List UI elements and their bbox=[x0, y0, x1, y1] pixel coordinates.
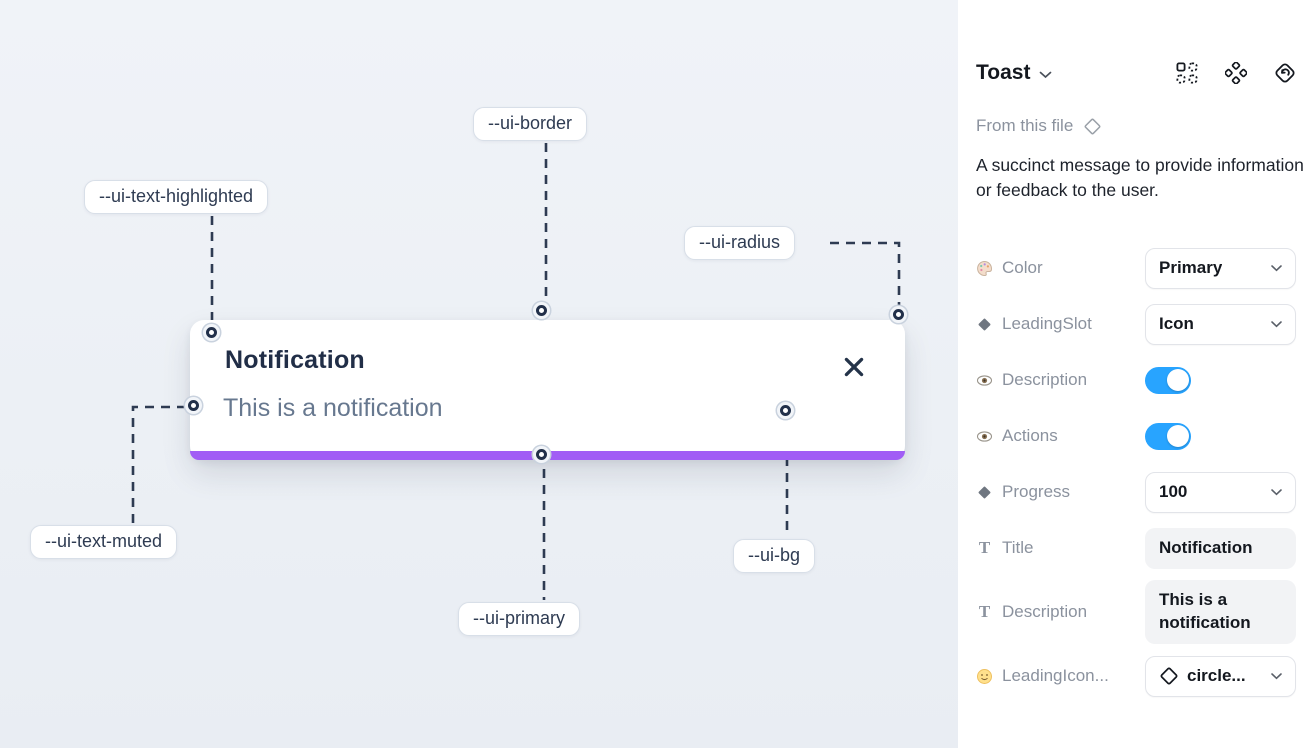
prop-row-leadingicon: LeadingIcon... circle... bbox=[976, 648, 1296, 704]
connector-dot-border bbox=[536, 305, 547, 316]
prop-label-color: Color bbox=[1002, 258, 1043, 277]
annotation-ui-radius: --ui-radius bbox=[684, 226, 796, 260]
toast-progress-bar bbox=[190, 451, 905, 460]
prop-row-actions-toggle: Actions bbox=[976, 408, 1296, 464]
prop-label-title: Title bbox=[1002, 538, 1034, 557]
prop-row-description-text: T Description This is a notification bbox=[976, 576, 1296, 648]
instance-icon[interactable] bbox=[1176, 62, 1198, 84]
prop-row-description-toggle: Description bbox=[976, 352, 1296, 408]
annotation-ui-border: --ui-border bbox=[473, 107, 588, 141]
progress-select[interactable]: 100 bbox=[1145, 471, 1296, 513]
toast-component-preview[interactable]: Notification This is a notification bbox=[190, 320, 905, 460]
color-select[interactable]: Primary bbox=[1145, 247, 1296, 289]
prop-row-progress: Progress 100 bbox=[976, 464, 1296, 520]
toast-title: Notification bbox=[225, 346, 365, 374]
property-list: Color Primary LeadingSlot bbox=[976, 240, 1296, 704]
toast-description: This is a notification bbox=[223, 394, 443, 422]
diamond-icon bbox=[978, 486, 991, 498]
diamond-outline-icon bbox=[1160, 667, 1178, 685]
eye-icon bbox=[976, 430, 993, 442]
diamond-icon bbox=[978, 318, 991, 330]
chevron-down-icon[interactable] bbox=[1039, 71, 1052, 79]
title-input[interactable]: Notification bbox=[1145, 527, 1296, 569]
annotation-connectors bbox=[131, 143, 901, 600]
source-row: From this file bbox=[976, 116, 1102, 136]
palette-icon bbox=[977, 260, 993, 276]
annotation-ui-bg: --ui-bg bbox=[733, 539, 816, 573]
from-file-label: From this file bbox=[976, 116, 1074, 135]
connector-dot-bg bbox=[780, 405, 791, 416]
prop-row-leadingslot: LeadingSlot Icon bbox=[976, 296, 1296, 352]
description-input[interactable]: This is a notification bbox=[1145, 580, 1296, 644]
prop-row-title: T Title Notification bbox=[976, 520, 1296, 576]
panel-header: Toast bbox=[976, 57, 1296, 89]
description-toggle[interactable] bbox=[1145, 366, 1191, 394]
prop-label-progress: Progress bbox=[1002, 482, 1071, 501]
design-canvas[interactable]: Notification This is a notification --ui… bbox=[0, 0, 958, 748]
text-icon: T bbox=[978, 602, 991, 621]
reset-instance-icon[interactable] bbox=[1274, 62, 1296, 84]
prop-row-color: Color Primary bbox=[976, 240, 1296, 296]
leadingslot-select[interactable]: Icon bbox=[1145, 303, 1296, 345]
smiley-icon bbox=[977, 668, 992, 684]
prop-label-description-text: Description bbox=[1002, 602, 1088, 621]
prop-label-leadingicon: LeadingIcon... bbox=[1002, 666, 1109, 685]
connector-dot-primary bbox=[536, 449, 547, 460]
diamond-outline-icon bbox=[1084, 118, 1101, 134]
component-description: A succinct message to provide informatio… bbox=[976, 155, 1304, 201]
chevron-down-icon bbox=[1271, 672, 1282, 679]
component-name[interactable]: Toast bbox=[976, 61, 1031, 84]
annotation-ui-text-muted: --ui-text-muted bbox=[30, 525, 178, 559]
prop-label-description: Description bbox=[1002, 370, 1088, 389]
connector-dot-text-highlighted bbox=[206, 327, 217, 338]
annotation-ui-text-highlighted: --ui-text-highlighted bbox=[84, 180, 269, 214]
component-set-icon[interactable] bbox=[1225, 62, 1247, 84]
prop-label-leadingslot: LeadingSlot bbox=[1002, 314, 1092, 333]
eye-icon bbox=[976, 374, 993, 386]
connector-dot-text-muted bbox=[188, 400, 199, 411]
connector-dot-radius bbox=[893, 309, 904, 320]
close-icon[interactable] bbox=[841, 354, 867, 380]
actions-toggle[interactable] bbox=[1145, 422, 1191, 450]
connector-ui-radius bbox=[830, 241, 901, 306]
leadingicon-select[interactable]: circle... bbox=[1145, 655, 1296, 697]
chevron-down-icon bbox=[1271, 264, 1282, 271]
annotation-ui-primary: --ui-primary bbox=[458, 602, 580, 636]
connector-ui-text-muted bbox=[131, 405, 185, 523]
properties-panel: Toast bbox=[958, 0, 1312, 748]
chevron-down-icon bbox=[1271, 488, 1282, 495]
prop-label-actions: Actions bbox=[1002, 426, 1058, 445]
text-icon: T bbox=[978, 538, 991, 557]
chevron-down-icon bbox=[1271, 320, 1282, 327]
